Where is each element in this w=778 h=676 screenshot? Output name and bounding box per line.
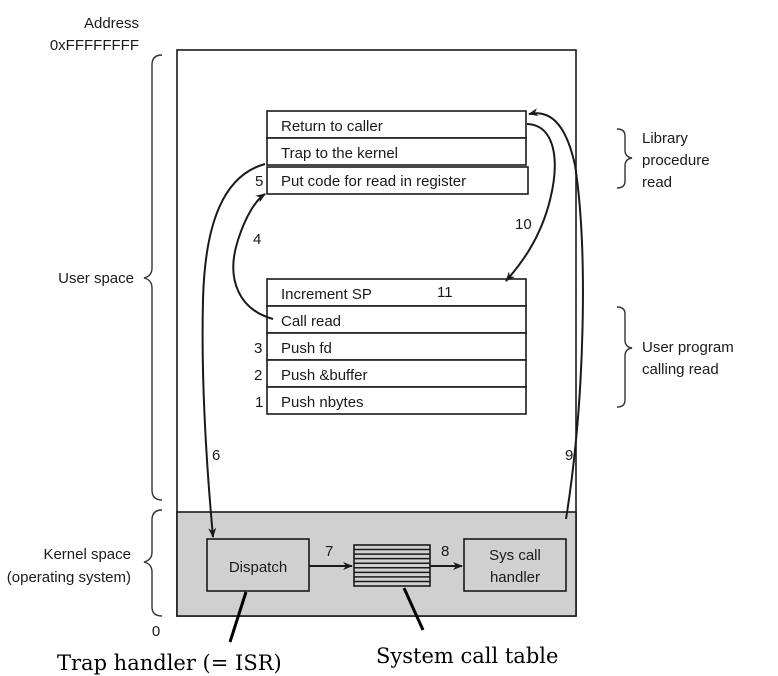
step-label-8: 8	[441, 543, 449, 560]
step-label-7: 7	[325, 543, 333, 560]
user-program-brace	[616, 306, 633, 408]
system-call-table-callout-line	[402, 587, 425, 631]
row-push-nbytes	[266, 386, 527, 415]
user-program-annotation-line2: calling read	[642, 361, 719, 378]
handler-label-line2: handler	[490, 569, 540, 586]
step-label-11: 11	[437, 284, 453, 301]
step-label-3: 3	[254, 340, 262, 357]
trap-handler-callout: Trap handler (= ISR)	[57, 651, 282, 675]
arrow-step-10	[505, 123, 556, 282]
kernel-space-sublabel: (operating system)	[7, 569, 131, 586]
row-trap-to-kernel	[266, 137, 527, 166]
step-label-5: 5	[255, 173, 263, 190]
step-label-1: 1	[255, 394, 263, 411]
system-call-table	[353, 544, 431, 587]
library-annotation-line3: read	[642, 174, 672, 191]
step-label-9: 9	[565, 447, 573, 464]
address-bottom-value: 0	[152, 623, 160, 640]
kernel-space-label: Kernel space	[43, 546, 131, 563]
address-top-value: 0xFFFFFFFF	[50, 37, 139, 54]
row-text: Push fd	[281, 340, 332, 357]
row-increment-sp	[266, 278, 527, 307]
row-put-code	[266, 166, 529, 195]
arrow-step-6	[201, 163, 266, 538]
dispatch-label: Dispatch	[229, 559, 287, 576]
trap-handler-callout-line	[228, 591, 248, 643]
system-call-table-frame	[353, 544, 431, 587]
user-program-annotation-line1: User program	[642, 339, 734, 356]
library-annotation-line1: Library	[642, 130, 688, 147]
step-label-4: 4	[253, 231, 261, 248]
step-label-2: 2	[254, 367, 262, 384]
row-text: Push &buffer	[281, 367, 367, 384]
system-call-table-callout: System call table	[376, 644, 558, 668]
arrow-step-9	[528, 108, 584, 520]
user-program-stack: Increment SP Call read Push fd Push &buf…	[254, 278, 527, 415]
step-label-10: 10	[515, 216, 532, 233]
row-text: Trap to the kernel	[281, 145, 398, 162]
row-push-fd	[266, 332, 527, 361]
user-space-brace	[143, 54, 163, 501]
library-annotation-line2: procedure	[642, 152, 710, 169]
user-space-label: User space	[58, 270, 134, 287]
handler-label-line1: Sys call	[489, 547, 541, 564]
library-brace	[616, 128, 633, 189]
row-text: Push nbytes	[281, 394, 364, 411]
kernel-space-brace	[143, 509, 163, 617]
row-text: Put code for read in register	[281, 173, 466, 190]
sys-call-handler-box	[463, 538, 567, 592]
row-text: Return to caller	[281, 118, 383, 135]
row-text: Call read	[281, 313, 341, 330]
library-procedure-stack: Return to caller Trap to the kernel Put …	[255, 110, 529, 195]
row-text: Increment SP	[281, 286, 372, 303]
step-label-6: 6	[212, 447, 220, 464]
arrow-step-4	[232, 193, 274, 320]
address-label: Address	[84, 15, 139, 32]
